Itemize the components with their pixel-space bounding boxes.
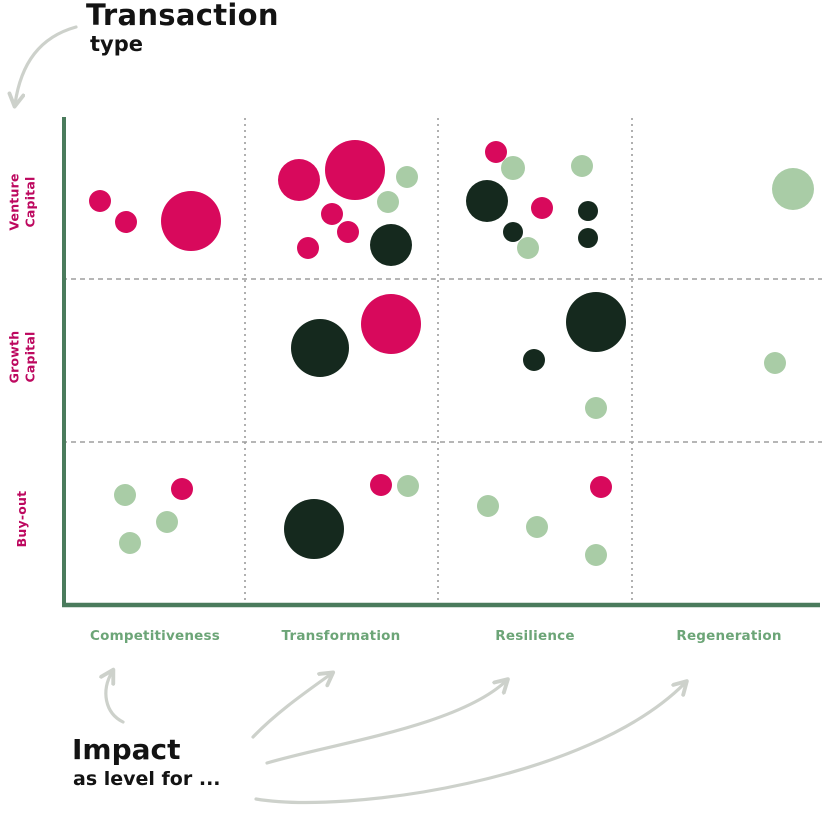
x-label-transformation: Transformation — [281, 628, 401, 644]
bubble-dark_green — [578, 201, 598, 221]
bubble-pink — [278, 159, 320, 201]
impact-arrow-transformation — [251, 674, 331, 739]
bubble-light_green — [114, 484, 136, 506]
bubble-pink — [171, 478, 193, 500]
bubble-dark_green — [291, 319, 349, 377]
y-label-venture-capital: Venture Capital — [6, 173, 37, 231]
x-axis-title: Impact — [72, 733, 181, 766]
bubble-pink — [485, 141, 507, 163]
bubble-light_green — [517, 237, 539, 259]
bubble-dark_green — [466, 180, 508, 222]
bubble-pink — [115, 211, 137, 233]
bubble-light_green — [772, 168, 814, 210]
y-axis-subtitle: type — [90, 32, 144, 56]
bubble-pink — [325, 140, 385, 200]
bubble-light_green — [477, 495, 499, 517]
bubble-light_green — [571, 155, 593, 177]
bubble-light_green — [501, 156, 525, 180]
impact-arrow-regeneration — [254, 683, 685, 805]
y-axis-title: Transaction — [86, 0, 279, 32]
bubble-light_green — [156, 511, 178, 533]
bubble-light_green — [377, 191, 399, 213]
x-label-competitiveness: Competitiveness — [89, 628, 221, 644]
bubble-pink — [161, 191, 221, 251]
bubble-light_green — [585, 397, 607, 419]
bubble-light_green — [397, 475, 419, 497]
x-label-regeneration: Regeneration — [676, 628, 782, 644]
bubble-light_green — [396, 166, 418, 188]
bubble-light_green — [119, 532, 141, 554]
bubble-pink — [321, 203, 343, 225]
bubble-dark_green — [578, 228, 598, 248]
bubble-pink — [590, 476, 612, 498]
bubble-dark_green — [284, 499, 344, 559]
bubble-dark_green — [370, 224, 412, 266]
transaction-annotation-arrow — [15, 25, 78, 104]
bubble-dark_green — [503, 222, 523, 242]
x-axis-subtitle: as level for ... — [73, 768, 221, 790]
bubble-light_green — [526, 516, 548, 538]
bubble-light_green — [764, 352, 786, 374]
bubble-light_green — [585, 544, 607, 566]
bubble-dark_green — [566, 292, 626, 352]
bubble-pink — [370, 474, 392, 496]
y-label-growth-capital: Growth Capital — [6, 330, 37, 384]
bubble-dark_green — [523, 349, 545, 371]
impact-arrow-resilience — [265, 681, 506, 765]
x-label-resilience: Resilience — [495, 628, 575, 644]
bubble-pink — [89, 190, 111, 212]
y-label-buy-out: Buy-out — [14, 490, 30, 548]
bubble-pink — [531, 197, 553, 219]
bubble-pink — [337, 221, 359, 243]
bubble-pink — [297, 237, 319, 259]
bubble-pink — [361, 294, 421, 354]
impact-arrow-competitiveness — [106, 672, 125, 724]
